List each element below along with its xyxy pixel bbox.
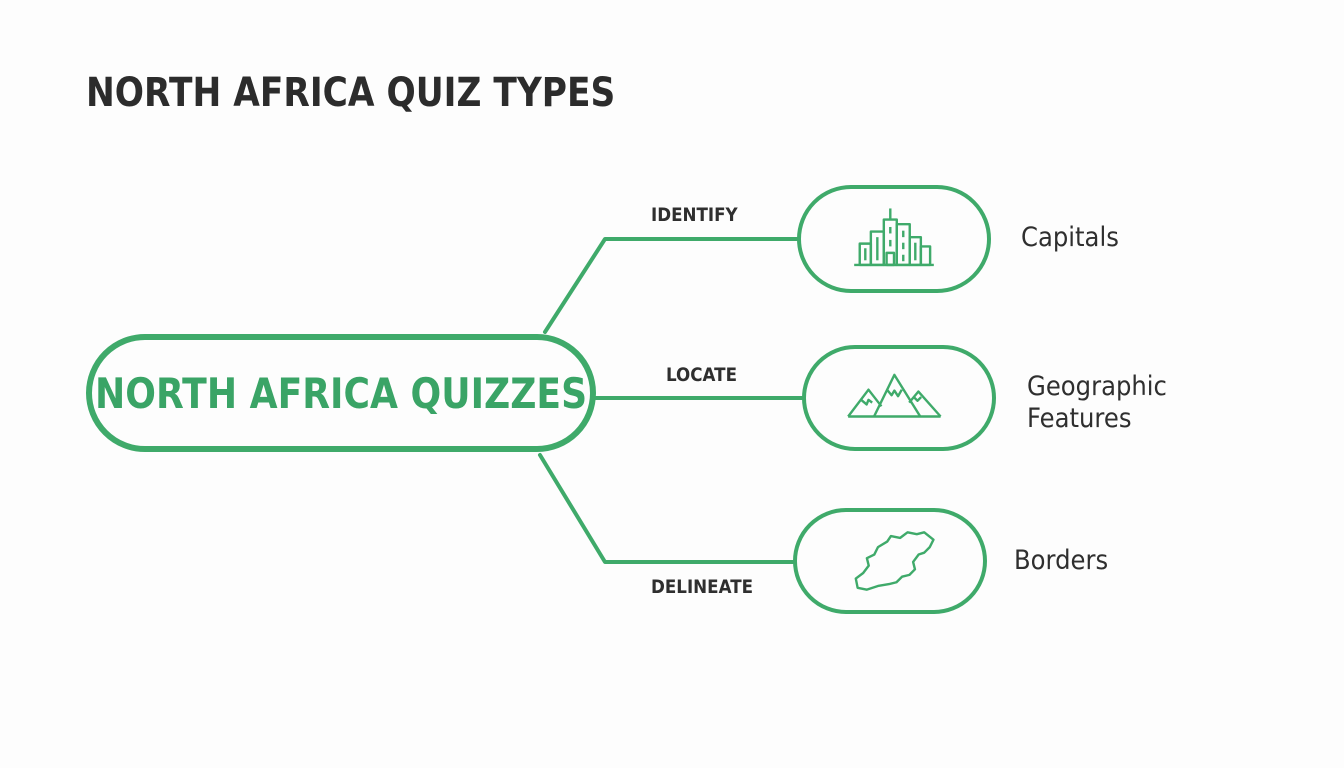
edge-label-identify: IDENTIFY (651, 204, 738, 226)
category-label-borders: Borders (1014, 545, 1109, 576)
edge-label-delineate: DELINEATE (651, 576, 754, 598)
category-label-geographic-features-line1: Geographic (1027, 371, 1167, 402)
country-outline-icon (854, 531, 935, 591)
mountains-icon (847, 373, 942, 418)
city-buildings-icon (854, 208, 934, 267)
category-node-borders (793, 508, 987, 614)
category-node-capitals (797, 185, 991, 293)
category-label-geographic-features-line2: Features (1027, 403, 1132, 434)
main-topic-node: NORTH AFRICA QUIZZES (86, 334, 596, 452)
category-label-capitals: Capitals (1021, 222, 1119, 253)
page-title: NORTH AFRICA QUIZ TYPES (86, 70, 616, 116)
category-node-geographic-features (802, 345, 996, 451)
edge-label-locate: LOCATE (666, 364, 738, 386)
main-topic-label: NORTH AFRICA QUIZZES (94, 368, 588, 418)
connector-identify (543, 237, 802, 334)
connector-delineate (538, 453, 797, 564)
